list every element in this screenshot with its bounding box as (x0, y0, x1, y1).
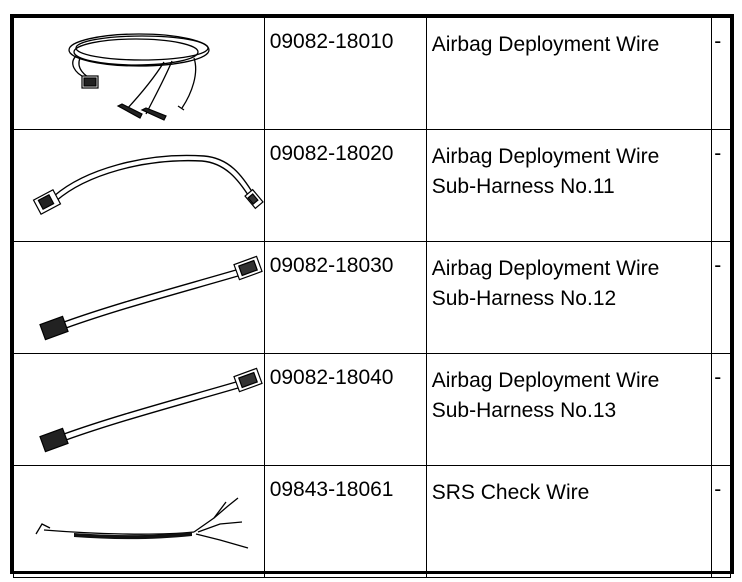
note-mark: - (711, 465, 731, 578)
note-mark: - (711, 17, 731, 130)
tool-name-line2: Sub-Harness No.11 (431, 175, 615, 198)
tool-name: Airbag Deployment Wire Sub-Harness No.12 (425, 241, 713, 354)
note-mark: - (711, 353, 731, 466)
tool-name-line1: Airbag Deployment Wire (431, 369, 660, 392)
table-row: 09843-18061 SRS Check Wire - (13, 465, 731, 578)
special-tools-table-frame: 09082-18010 Airbag Deployment Wire - (10, 14, 734, 578)
special-tools-table: 09082-18010 Airbag Deployment Wire - (13, 17, 731, 578)
deployment-wire-coil-illustration (68, 33, 210, 121)
note-mark: - (711, 241, 731, 354)
part-number: 09082-18020 (263, 129, 427, 242)
check-wire-illustration (35, 497, 249, 549)
tool-name-line2: Sub-Harness No.13 (431, 399, 617, 422)
tool-illustration-cell (13, 17, 265, 130)
note-mark: - (711, 129, 731, 242)
table-row: 09082-18010 Airbag Deployment Wire - (13, 17, 731, 130)
tool-name-line1: Airbag Deployment Wire (431, 257, 660, 280)
table-row: 09082-18030 Airbag Deployment Wire Sub-H… (13, 241, 731, 354)
tool-name: Airbag Deployment Wire Sub-Harness No.11 (425, 129, 713, 242)
tool-name: Airbag Deployment Wire Sub-Harness No.13 (425, 353, 713, 466)
sub-harness-wire-illustration (32, 154, 264, 216)
tool-name-line1: SRS Check Wire (431, 481, 590, 504)
sub-harness-wire-illustration (39, 255, 263, 341)
tool-name-line1: Airbag Deployment Wire (431, 145, 660, 168)
tool-name: SRS Check Wire (425, 465, 713, 578)
tool-illustration-cell (13, 465, 265, 578)
part-number: 09082-18030 (263, 241, 427, 354)
tool-name-line2: Sub-Harness No.12 (431, 287, 617, 310)
part-number: 09843-18061 (263, 465, 427, 578)
tool-illustration-cell (13, 129, 265, 242)
table-row: 09082-18020 Airbag Deployment Wire Sub-H… (13, 129, 731, 242)
tool-name-line1: Airbag Deployment Wire (431, 33, 660, 56)
tool-illustration-cell (13, 241, 265, 354)
sub-harness-wire-illustration (39, 367, 263, 453)
tool-illustration-cell (13, 353, 265, 466)
table-row: 09082-18040 Airbag Deployment Wire Sub-H… (13, 353, 731, 466)
tool-name: Airbag Deployment Wire (425, 17, 713, 130)
part-number: 09082-18010 (263, 17, 427, 130)
part-number: 09082-18040 (263, 353, 427, 466)
